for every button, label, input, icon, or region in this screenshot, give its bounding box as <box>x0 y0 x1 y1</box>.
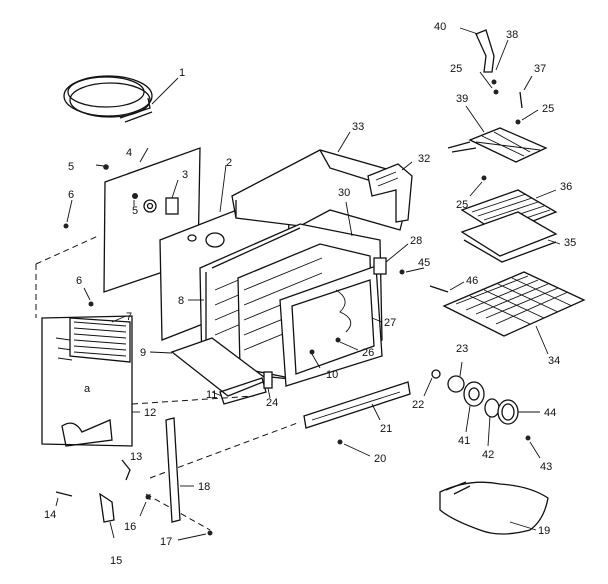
part-22-screw <box>423 369 441 397</box>
part-3-bracket <box>143 179 179 215</box>
label-10: 10 <box>326 369 338 381</box>
part-19-bake-element <box>439 481 549 535</box>
part-10-element <box>309 349 321 369</box>
part-21-trim-strip <box>303 381 411 429</box>
label-34: 34 <box>548 355 560 367</box>
label-25c: 25 <box>456 199 468 211</box>
part-1-wire-harness <box>63 75 179 123</box>
part-37-clip <box>519 75 533 109</box>
label-26: 26 <box>362 347 374 359</box>
part-25-screws <box>469 71 539 197</box>
label-5a: 5 <box>68 161 74 173</box>
part-14-clip <box>55 491 73 507</box>
label-38: 38 <box>506 29 518 41</box>
label-20: 20 <box>374 453 386 465</box>
part-13-bracket <box>121 459 131 481</box>
label-6a: 6 <box>68 189 74 201</box>
label-42: 42 <box>482 449 494 461</box>
label-25b: 25 <box>542 103 554 115</box>
part-39-broil-element <box>447 105 548 163</box>
label-15: 15 <box>110 555 122 567</box>
part-45-screw <box>399 267 425 275</box>
label-25a: 25 <box>450 63 462 75</box>
label-40: 40 <box>434 21 446 33</box>
label-33: 33 <box>352 121 364 133</box>
part-15-hinge <box>99 492 115 539</box>
label-19: 19 <box>538 525 550 537</box>
label-37: 37 <box>534 63 546 75</box>
part-23-knob <box>447 361 465 393</box>
part-27-door-frame <box>279 265 383 387</box>
part-5-screws <box>95 164 138 206</box>
label-46: 46 <box>466 275 478 287</box>
assembly-connection-lines <box>35 235 301 531</box>
label-4: 4 <box>126 147 132 159</box>
part-11-support <box>211 377 267 405</box>
label-14: 14 <box>44 509 56 521</box>
part-7-vent-grille <box>69 315 131 363</box>
part-17-screw <box>177 530 213 541</box>
label-8: 8 <box>178 295 184 307</box>
label-22: 22 <box>412 399 424 411</box>
part-32-vent <box>367 161 413 223</box>
label-7: 7 <box>126 311 132 323</box>
part-28-bracket <box>373 243 409 275</box>
label-28: 28 <box>410 235 422 247</box>
part-labels: 1 2 3 4 5 5 6 6 7 8 9 10 11 12 13 14 15 … <box>44 21 576 567</box>
part-24-screw <box>263 371 273 399</box>
part-16-screw <box>139 494 151 517</box>
part-26-fastener <box>335 337 359 351</box>
part-43-screw <box>525 435 541 459</box>
label-36: 36 <box>560 181 572 193</box>
part-20-screw <box>337 439 371 457</box>
part-40-tube <box>459 27 495 73</box>
part-35-broil-pan <box>460 211 561 263</box>
label-43: 43 <box>540 461 552 473</box>
label-12: 12 <box>144 407 156 419</box>
label-41: 41 <box>458 435 470 447</box>
label-24: 24 <box>266 397 278 409</box>
part-44-bezel <box>497 399 540 425</box>
label-2: 2 <box>226 157 232 169</box>
part-34-oven-rack <box>442 271 586 355</box>
label-3: 3 <box>182 169 188 181</box>
label-17: 17 <box>160 536 172 548</box>
label-1: 1 <box>179 67 185 79</box>
label-6b: 6 <box>76 275 82 287</box>
label-45: 45 <box>418 257 430 269</box>
part-6-screws <box>63 199 94 307</box>
label-18: 18 <box>198 481 210 493</box>
part-41-ring <box>463 381 485 433</box>
label-39: 39 <box>456 93 468 105</box>
label-21: 21 <box>380 423 392 435</box>
label-13: 13 <box>130 451 142 463</box>
part-18-rod <box>165 417 194 523</box>
part-38-cap <box>491 39 509 85</box>
label-23: 23 <box>456 343 468 355</box>
label-27: 27 <box>384 317 396 329</box>
label-32: 32 <box>418 153 430 165</box>
label-30: 30 <box>338 187 350 199</box>
label-16: 16 <box>124 521 136 533</box>
part-42-ring <box>484 398 500 447</box>
label-35: 35 <box>564 237 576 249</box>
label-11: 11 <box>206 389 217 401</box>
label-panel-letter: a <box>84 383 91 395</box>
part-46-pin <box>429 281 465 293</box>
label-5b: 5 <box>132 205 138 217</box>
label-9: 9 <box>140 347 146 359</box>
label-44: 44 <box>544 407 556 419</box>
